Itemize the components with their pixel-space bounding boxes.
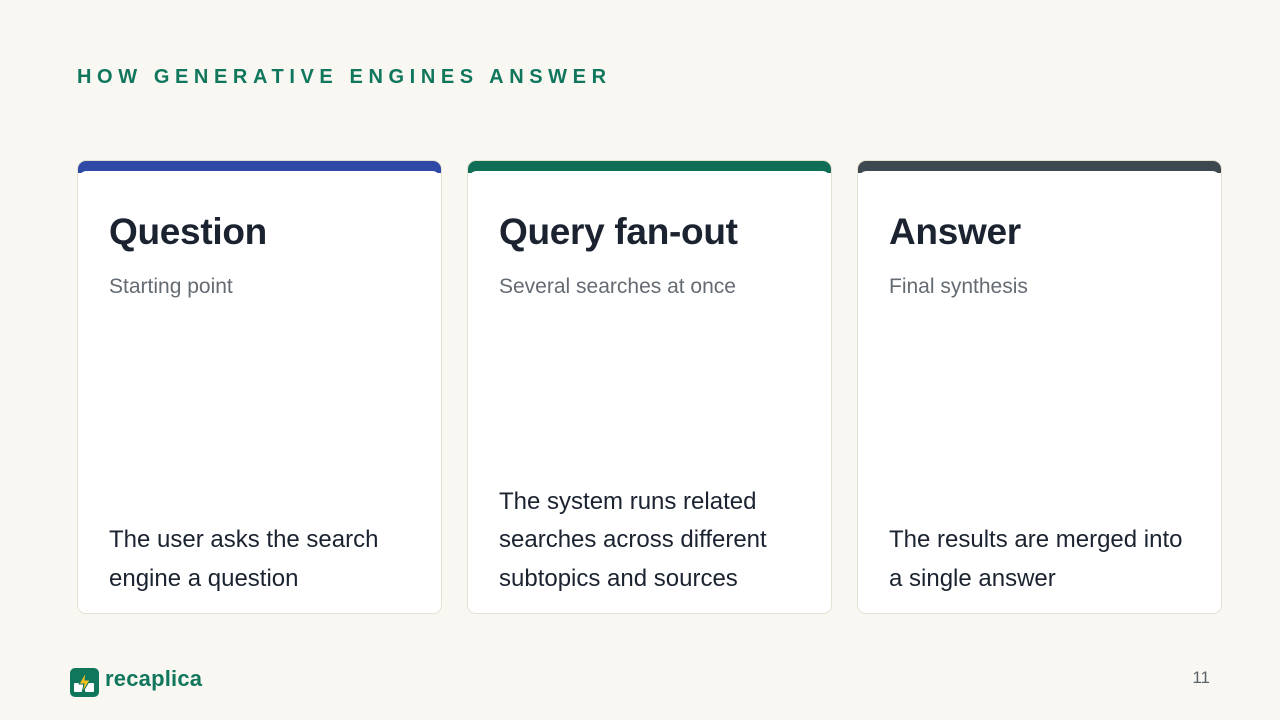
brand-name: recaplica	[105, 665, 203, 691]
card-body: The results are merged into a single ans…	[889, 526, 1183, 592]
card-content: Query fan-out Several searches at once T…	[468, 171, 831, 613]
card-body: The system runs related searches across …	[499, 487, 767, 592]
card-body: The user asks the search engine a questi…	[109, 526, 379, 592]
card-query-fan-out: Query fan-out Several searches at once T…	[467, 160, 832, 614]
card-content: Answer Final synthesis The results are m…	[858, 171, 1221, 613]
card-accent-bar	[858, 161, 1221, 173]
card-title: Query fan-out	[499, 211, 738, 252]
card-title: Answer	[889, 211, 1021, 252]
card-subtitle: Starting point	[109, 275, 233, 298]
card-subtitle: Several searches at once	[499, 275, 736, 298]
lightning-bolt-icon	[70, 668, 99, 697]
section-eyebrow: HOW GENERATIVE ENGINES ANSWER	[77, 66, 612, 88]
card-question: Question Starting point The user asks th…	[77, 160, 442, 614]
card-subtitle: Final synthesis	[889, 275, 1028, 298]
card-accent-bar	[468, 161, 831, 173]
brand-logo: recaplica	[70, 665, 203, 697]
page-number: 11	[1192, 668, 1210, 687]
card-answer: Answer Final synthesis The results are m…	[857, 160, 1222, 614]
card-content: Question Starting point The user asks th…	[78, 171, 441, 613]
card-title: Question	[109, 211, 267, 252]
card-accent-bar	[78, 161, 441, 173]
